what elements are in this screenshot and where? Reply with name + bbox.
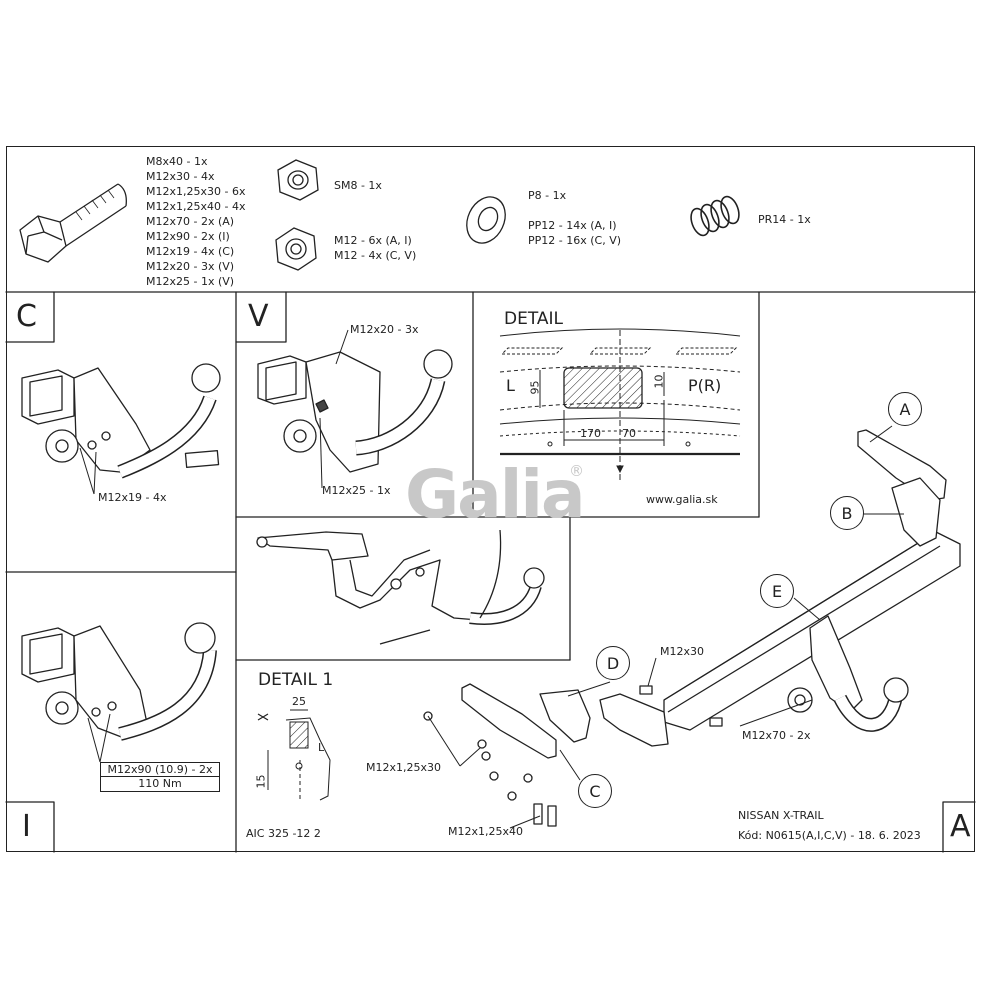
bolt-list: M8x40 - 1x M12x30 - 4x M12x1,25x30 - 6x … bbox=[146, 154, 245, 289]
bolt-item: M12x19 - 4x (C) bbox=[146, 245, 235, 258]
panel-a-letter: A bbox=[950, 809, 971, 844]
main-frame bbox=[6, 146, 975, 852]
bolt-item: M12x90 - 2x (I) bbox=[146, 230, 230, 243]
galia-watermark: Galia bbox=[405, 456, 585, 533]
callout-c: C bbox=[578, 774, 612, 808]
bolt-item: M12x1,25x40 - 4x bbox=[146, 200, 246, 213]
panel-i-letter: I bbox=[22, 809, 31, 844]
detail1-label-l: L bbox=[318, 741, 325, 754]
washer-pp12-item: PP12 - 16x (C, V) bbox=[528, 234, 622, 247]
nut-m12-list: M12 - 6x (A, I) M12 - 4x (C, V) bbox=[334, 233, 416, 263]
detail-right-label: P(R) bbox=[688, 376, 722, 395]
detail1-title: DETAIL 1 bbox=[258, 670, 334, 690]
panel-i-torque: 110 Nm bbox=[138, 777, 182, 790]
detail-title: DETAIL bbox=[504, 309, 564, 329]
detail-url: www.galia.sk bbox=[646, 493, 718, 506]
footer-code: AIC 325 -12 2 bbox=[246, 827, 321, 840]
bolt-item: M12x30 - 4x bbox=[146, 170, 215, 183]
nut-m12-item: M12 - 4x (C, V) bbox=[334, 249, 417, 262]
panel-v-bolt-top: M12x20 - 3x bbox=[350, 323, 419, 336]
panel-c-letter: C bbox=[16, 299, 37, 334]
washer-pp12-list: PP12 - 14x (A, I) PP12 - 16x (C, V) bbox=[528, 218, 621, 248]
detail-drawing bbox=[499, 328, 741, 480]
detail-dim-95: 95 bbox=[528, 380, 542, 395]
panel-c-bolt-label: M12x19 - 4x bbox=[98, 491, 167, 504]
bolt-item: M12x25 - 1x (V) bbox=[146, 275, 235, 288]
main-bolt-m12x1-25x30: M12x1,25x30 bbox=[366, 761, 441, 774]
main-bolt-m12x70: M12x70 - 2x bbox=[742, 729, 811, 742]
panel-c-drawing bbox=[21, 363, 221, 479]
detail-dim-170: 170 bbox=[580, 427, 601, 440]
spring-drawing bbox=[690, 195, 740, 237]
callout-e: E bbox=[760, 574, 794, 608]
bolt-item: M12x20 - 3x (V) bbox=[146, 260, 235, 273]
detail-dim-10: 10 bbox=[652, 374, 666, 389]
detail-left-label: L bbox=[506, 376, 515, 395]
panel-v-drawing bbox=[257, 349, 453, 473]
detail1-dim-15: 15 bbox=[254, 774, 268, 789]
panel-v-bolt-bottom: M12x25 - 1x bbox=[322, 484, 391, 497]
bolt-item: M12x1,25x30 - 6x bbox=[146, 185, 246, 198]
side-view-drawing bbox=[256, 529, 545, 645]
washer-p8-label: P8 - 1x bbox=[528, 189, 567, 202]
nut-drawings bbox=[275, 159, 319, 271]
washer-pp12-item: PP12 - 14x (A, I) bbox=[528, 219, 617, 232]
panel-i-spec-box: M12x90 (10.9) - 2x 110 Nm bbox=[100, 762, 220, 792]
panel-i-drawing bbox=[21, 622, 217, 741]
panel-i-bolt-label: M12x90 (10.9) - 2x bbox=[101, 763, 219, 777]
bolt-drawing bbox=[19, 183, 127, 263]
bolt-item: M12x70 - 2x (A) bbox=[146, 215, 235, 228]
main-bolt-m12x1-25x40: M12x1,25x40 bbox=[448, 825, 523, 838]
detail-dim-70: 70 bbox=[622, 427, 636, 440]
product-code: Kód: N0615(A,I,C,V) - 18. 6. 2023 bbox=[738, 829, 921, 842]
main-assembly-drawing bbox=[423, 429, 961, 827]
watermark-registered-mark: ® bbox=[569, 462, 584, 480]
main-bolt-m12x30: M12x30 bbox=[660, 645, 704, 658]
callout-d: D bbox=[596, 646, 630, 680]
nut-sm8-label: SM8 - 1x bbox=[334, 179, 382, 192]
bolt-item: M8x40 - 1x bbox=[146, 155, 208, 168]
callout-a: A bbox=[888, 392, 922, 426]
callout-b: B bbox=[830, 496, 864, 530]
spring-pr14-label: PR14 - 1x bbox=[758, 213, 811, 226]
detail1-drawing bbox=[257, 709, 331, 801]
vehicle-name: NISSAN X-TRAIL bbox=[738, 809, 824, 822]
panel-v-letter: V bbox=[248, 299, 269, 334]
washer-drawing bbox=[466, 196, 506, 244]
nut-m12-item: M12 - 6x (A, I) bbox=[334, 234, 412, 247]
detail1-dim-25: 25 bbox=[292, 695, 306, 708]
